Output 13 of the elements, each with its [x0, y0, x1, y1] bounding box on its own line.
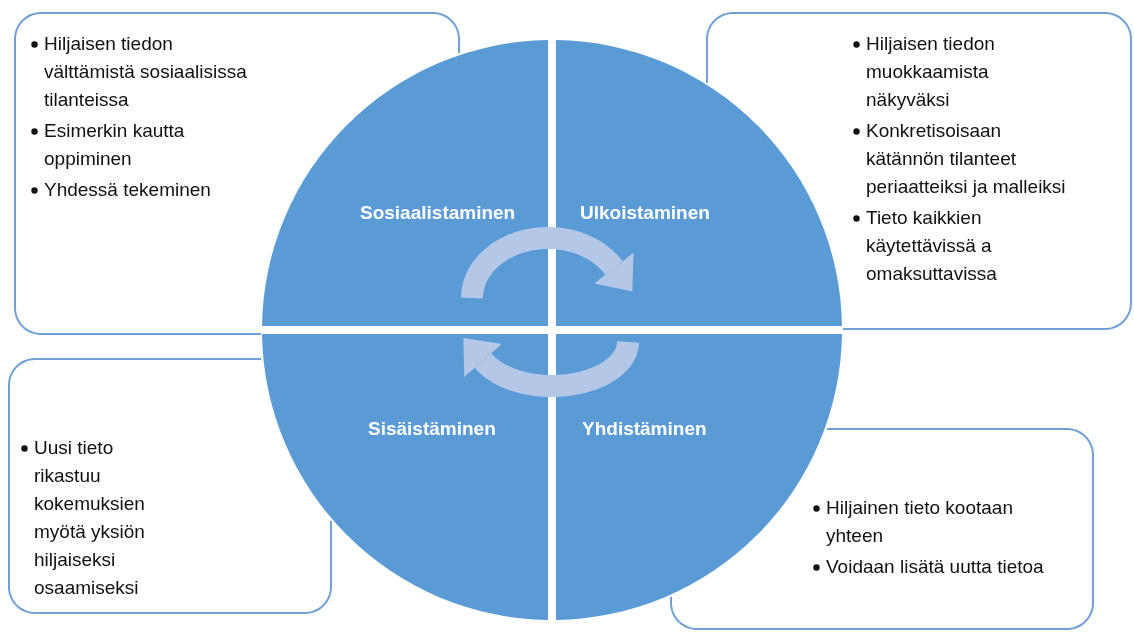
bullet-point: Konkretisoisaan kätännön tilanteet periaatteiksi ja malleiksi [866, 120, 1066, 197]
bullet-point: Tieto kaikkien käytettävissä a omaksuttavissa [866, 207, 997, 284]
quadrant-label: Yhdistäminen [582, 418, 707, 440]
bullet-point: Hiljaisen tiedon välttämistä sosiaalisissa tilanteissa [44, 33, 247, 110]
bullet-point: Hiljaisen tiedon muokkaamista näkyväksi [866, 33, 995, 110]
quadrant-label: Sisäistäminen [368, 418, 496, 440]
quadrant-label: Ulkoistaminen [580, 202, 710, 224]
bullet-point: Voidaan lisätä uutta tietoa [826, 556, 1044, 577]
bullet-point: Uusi tieto rikastuu kokemuksien myötä yksiön hiljaiseksi osaamiseksi [34, 437, 145, 598]
quadrant-label: Sosiaalistaminen [360, 202, 516, 224]
bullet-point: Hiljainen tieto kootaan yhteen [826, 497, 1013, 546]
bullet-point: Yhdessä tekeminen [44, 179, 211, 200]
bullet-point: Esimerkin kautta oppiminen [44, 120, 185, 169]
